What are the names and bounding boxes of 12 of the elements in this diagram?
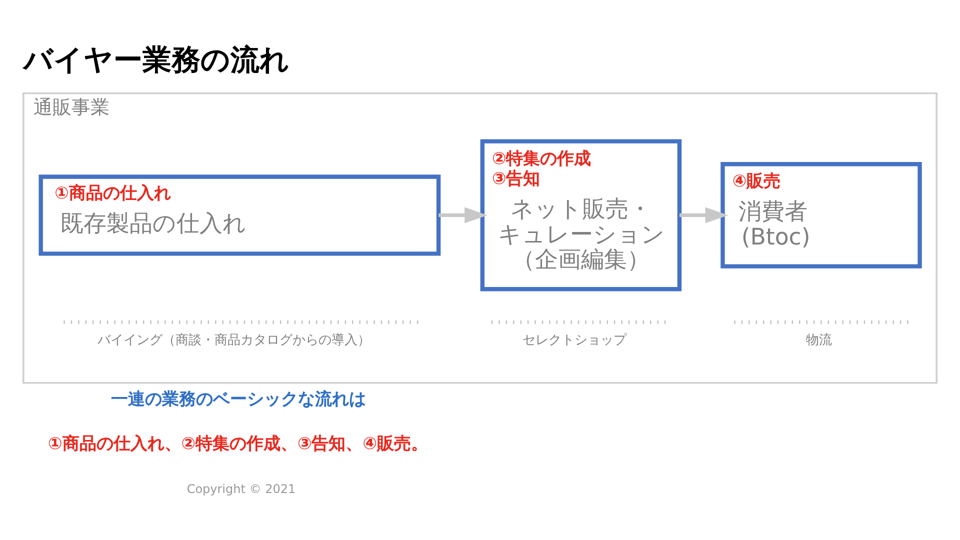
label: 一連の業務のベーシックな流れは (111, 388, 366, 408)
label: バイイング（商談・商品カタログからの導入） (97, 332, 370, 348)
arrow (680, 206, 728, 223)
label: 物流 (806, 332, 832, 348)
label: ①商品の仕入れ、②特集の作成、③告知、④販売。 (48, 432, 428, 453)
label: セレクトショップ (522, 332, 627, 348)
label: Copyright © 2021 (186, 481, 296, 496)
node-box: ①商品の仕入れ 既存製品の仕入れ (38, 174, 441, 256)
diagram-title: バイヤー業務の流れ (23, 42, 290, 76)
arrow (438, 206, 488, 223)
node-box: ②特集の作成 ③告知 ネット販売・キュレーション（企画編集） (480, 138, 682, 291)
node-box: ④販売 消費者 (Btoc) (720, 162, 922, 268)
